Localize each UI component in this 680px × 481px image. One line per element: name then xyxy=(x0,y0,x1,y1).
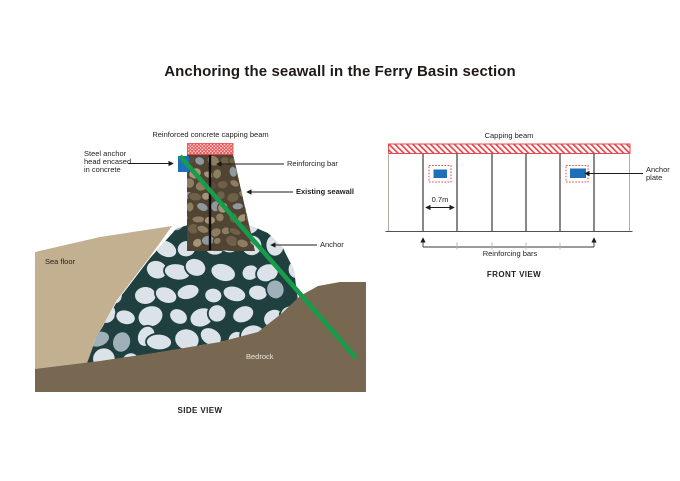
capping-beam-front xyxy=(388,143,631,154)
reinforcing-bars-lines xyxy=(422,153,595,232)
side-view-diagram xyxy=(35,143,366,392)
sea-floor-shape xyxy=(35,226,172,372)
reinforcing-bars-span xyxy=(420,237,597,248)
anchor-plate-left-outline xyxy=(428,165,452,183)
label-bedrock: Bedrock xyxy=(246,352,274,361)
label-reinforcing-bar: Reinforcing bar xyxy=(287,159,338,168)
anchor-plate-left xyxy=(433,169,447,178)
label-capping-beam-front: Capping beam xyxy=(484,131,534,140)
span-tick-marks xyxy=(456,242,561,250)
label-bar-spacing: 0.7m xyxy=(431,195,449,204)
front-view-diagram xyxy=(385,143,643,250)
page-title: Anchoring the seawall in the Ferry Basin… xyxy=(164,63,516,80)
label-existing-seawall: Existing seawall xyxy=(296,187,354,196)
bedrock-shape xyxy=(35,282,366,392)
label-steel-anchor-head: Steel anchor head encased in concrete xyxy=(84,149,132,174)
anchor-line xyxy=(178,154,358,360)
label-sea-floor: Sea floor xyxy=(45,257,76,266)
label-reinforcing-bars: Reinforcing bars xyxy=(482,249,538,258)
label-anchor-plate: Anchor plate xyxy=(646,165,670,182)
steel-anchor-head xyxy=(178,156,189,172)
capping-beam-side xyxy=(187,143,234,155)
label-capping-beam-side: Reinforced concrete capping beam xyxy=(152,130,269,139)
anchor-plate-right xyxy=(570,168,586,178)
anchor-plate-right-outline xyxy=(565,165,589,183)
side-view-caption: SIDE VIEW xyxy=(177,406,223,415)
front-view-caption: FRONT VIEW xyxy=(486,270,542,279)
label-anchor: Anchor xyxy=(320,240,344,249)
